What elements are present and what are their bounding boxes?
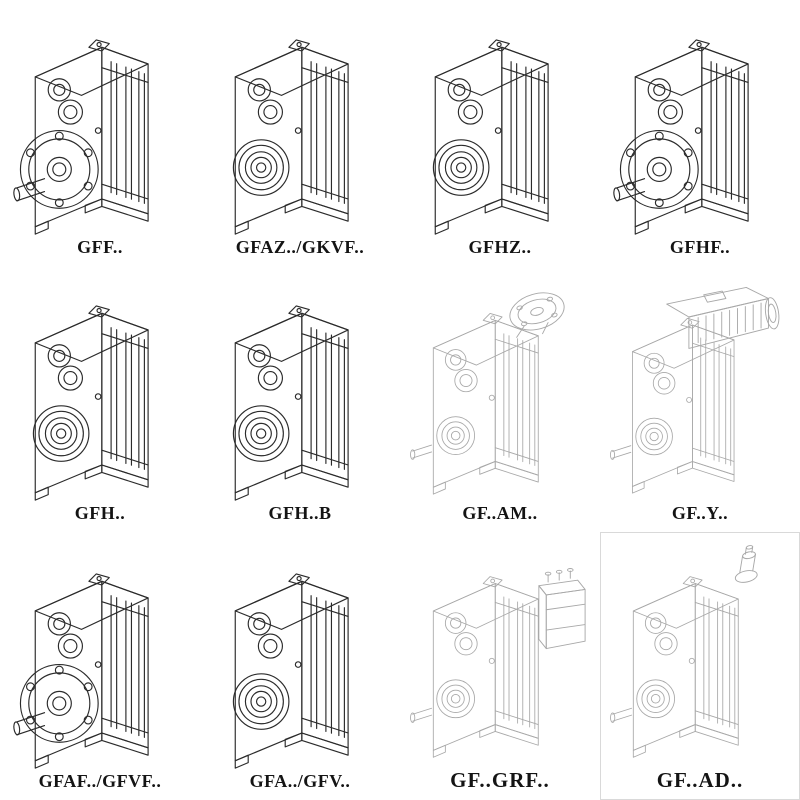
gearbox-cell-10: GFA../GFV.. (200, 532, 400, 800)
gearbox-cell-5: GFH.. (0, 266, 200, 532)
gearbox-cell-6: GFH..B (200, 266, 400, 532)
gearbox-with-motor-drawing (600, 278, 800, 504)
gearbox-cell-12: GF..AD.. (600, 532, 800, 800)
gearbox-output-flange-shaft-drawing (600, 12, 800, 238)
gearbox-cell-7: GF..AM.. (400, 266, 600, 532)
gearbox-cell-8: GF..Y.. (600, 266, 800, 532)
gearbox-model-label: GF..AD.. (656, 767, 744, 792)
gearbox-hollow-shaft-drawing (200, 546, 400, 772)
gearbox-hollow-shaft-drawing (200, 12, 400, 238)
gearbox-model-label: GFAZ../GKVF.. (235, 237, 365, 258)
gearbox-input-shaft-drawing (600, 543, 800, 769)
gearbox-cell-4: GFHF.. (600, 0, 800, 266)
gearbox-hollow-shaft-foot-drawing (200, 278, 400, 504)
gearbox-hollow-shaft-drawing (0, 278, 200, 504)
gearbox-model-label: GF..AM.. (462, 503, 538, 524)
gearbox-cell-11: GF..GRF.. (400, 532, 600, 800)
gearbox-hollow-shaft-drawing (400, 12, 600, 238)
gearbox-cell-3: GFHZ.. (400, 0, 600, 266)
gearbox-model-label: GF..GRF.. (450, 767, 550, 792)
gearbox-input-flange-drawing (400, 278, 600, 504)
gearbox-model-label: GFHF.. (669, 237, 731, 258)
gearbox-cell-1: GFF.. (0, 0, 200, 266)
gearbox-model-label: GFH.. (74, 503, 126, 524)
gearbox-model-label: GFH..B (268, 503, 332, 524)
gearbox-cell-9: GFAF../GFVF.. (0, 532, 200, 800)
gearbox-model-label: GFA../GFV.. (249, 771, 351, 792)
gearbox-model-label: GFF.. (77, 237, 123, 258)
gearbox-model-label: GFAF../GFVF.. (38, 771, 162, 792)
gearbox-model-label: GFHZ.. (468, 237, 532, 258)
gearbox-output-flange-shaft-drawing (0, 546, 200, 772)
gearbox-input-adapter-drawing (400, 543, 600, 769)
gearbox-cell-2: GFAZ../GKVF.. (200, 0, 400, 266)
gearbox-model-label: GF..Y.. (671, 503, 729, 524)
gearbox-output-flange-shaft-drawing (0, 12, 200, 238)
